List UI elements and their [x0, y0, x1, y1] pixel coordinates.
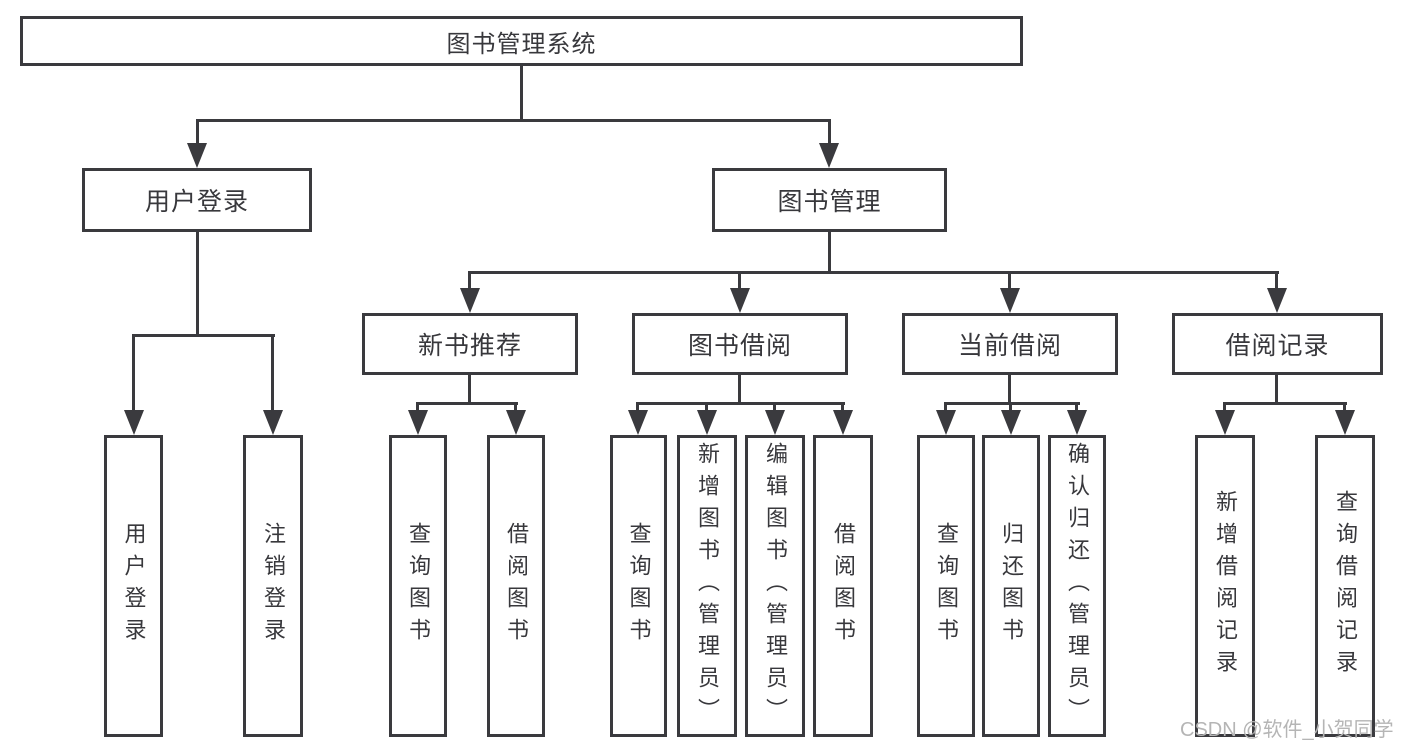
connector-line [1008, 375, 1011, 404]
leaf-logout: 注销登录 [243, 435, 303, 737]
connector-line [841, 403, 844, 413]
connector-line [196, 232, 199, 336]
connector-line [468, 375, 471, 404]
connector-line [132, 334, 275, 337]
node-book-management: 图书管理 [712, 168, 947, 232]
connector-line [773, 403, 776, 413]
connector-line [636, 402, 845, 405]
connector-line [738, 272, 741, 290]
arrowhead [1001, 410, 1021, 435]
connector-line [416, 403, 419, 413]
leaf-bb-edit-books-admin: 编辑图书（管理员） [745, 435, 805, 737]
connector-line [520, 66, 523, 121]
arrowhead [460, 288, 480, 313]
leaf-user-login: 用户登录 [104, 435, 163, 737]
connector-line [1275, 375, 1278, 404]
connector-line [468, 271, 1279, 274]
arrowhead [1215, 410, 1235, 435]
arrowhead [124, 410, 144, 435]
connector-line [738, 375, 741, 404]
arrowhead [936, 410, 956, 435]
arrowhead [1067, 410, 1087, 435]
arrowhead [1000, 288, 1020, 313]
leaf-br-query-record: 查询借阅记录 [1315, 435, 1375, 737]
connector-line [196, 120, 199, 147]
node-current-borrowing: 当前借阅 [902, 313, 1118, 375]
connector-line [416, 402, 518, 405]
leaf-br-add-record: 新增借阅记录 [1195, 435, 1255, 737]
node-user-login: 用户登录 [82, 168, 312, 232]
connector-line [1075, 403, 1078, 413]
node-new-book-recommendation: 新书推荐 [362, 313, 578, 375]
watermark: CSDN @软件_小贺同学 [1180, 719, 1394, 741]
arrowhead [1335, 410, 1355, 435]
connector-line [514, 403, 517, 413]
connector-line [828, 120, 831, 147]
leaf-bb-query-books: 查询图书 [610, 435, 667, 737]
connector-line [944, 403, 947, 413]
connector-line [196, 119, 831, 122]
leaf-bb-add-books-admin: 新增图书（管理员） [677, 435, 737, 737]
arrowhead [819, 143, 839, 168]
leaf-nb-borrow-books: 借阅图书 [487, 435, 545, 737]
arrowhead [1267, 288, 1287, 313]
leaf-nb-query-books: 查询图书 [389, 435, 447, 737]
arrowhead [697, 410, 717, 435]
connector-line [944, 402, 1080, 405]
leaf-cb-confirm-return-admin: 确认归还（管理员） [1048, 435, 1106, 737]
connector-line [132, 335, 135, 411]
connector-line [271, 335, 274, 411]
arrowhead [730, 288, 750, 313]
connector-line [1223, 403, 1226, 413]
node-book-borrowing: 图书借阅 [632, 313, 848, 375]
leaf-cb-query-books: 查询图书 [917, 435, 975, 737]
connector-line [1343, 403, 1346, 413]
arrowhead [506, 410, 526, 435]
connector-line [1008, 272, 1011, 290]
connector-line [1223, 402, 1347, 405]
arrowhead [833, 410, 853, 435]
arrowhead [765, 410, 785, 435]
arrowhead [408, 410, 428, 435]
connector-line [1275, 272, 1278, 290]
arrowhead [628, 410, 648, 435]
arrowhead [263, 410, 283, 435]
connector-line [705, 403, 708, 413]
arrowhead [187, 143, 207, 168]
leaf-bb-borrow-books: 借阅图书 [813, 435, 873, 737]
node-borrowing-records: 借阅记录 [1172, 313, 1383, 375]
connector-line [636, 403, 639, 413]
node-library-system: 图书管理系统 [20, 16, 1023, 66]
connector-line [1009, 403, 1012, 413]
connector-line [468, 272, 471, 290]
leaf-cb-return-books: 归还图书 [982, 435, 1040, 737]
connector-line [828, 232, 831, 273]
